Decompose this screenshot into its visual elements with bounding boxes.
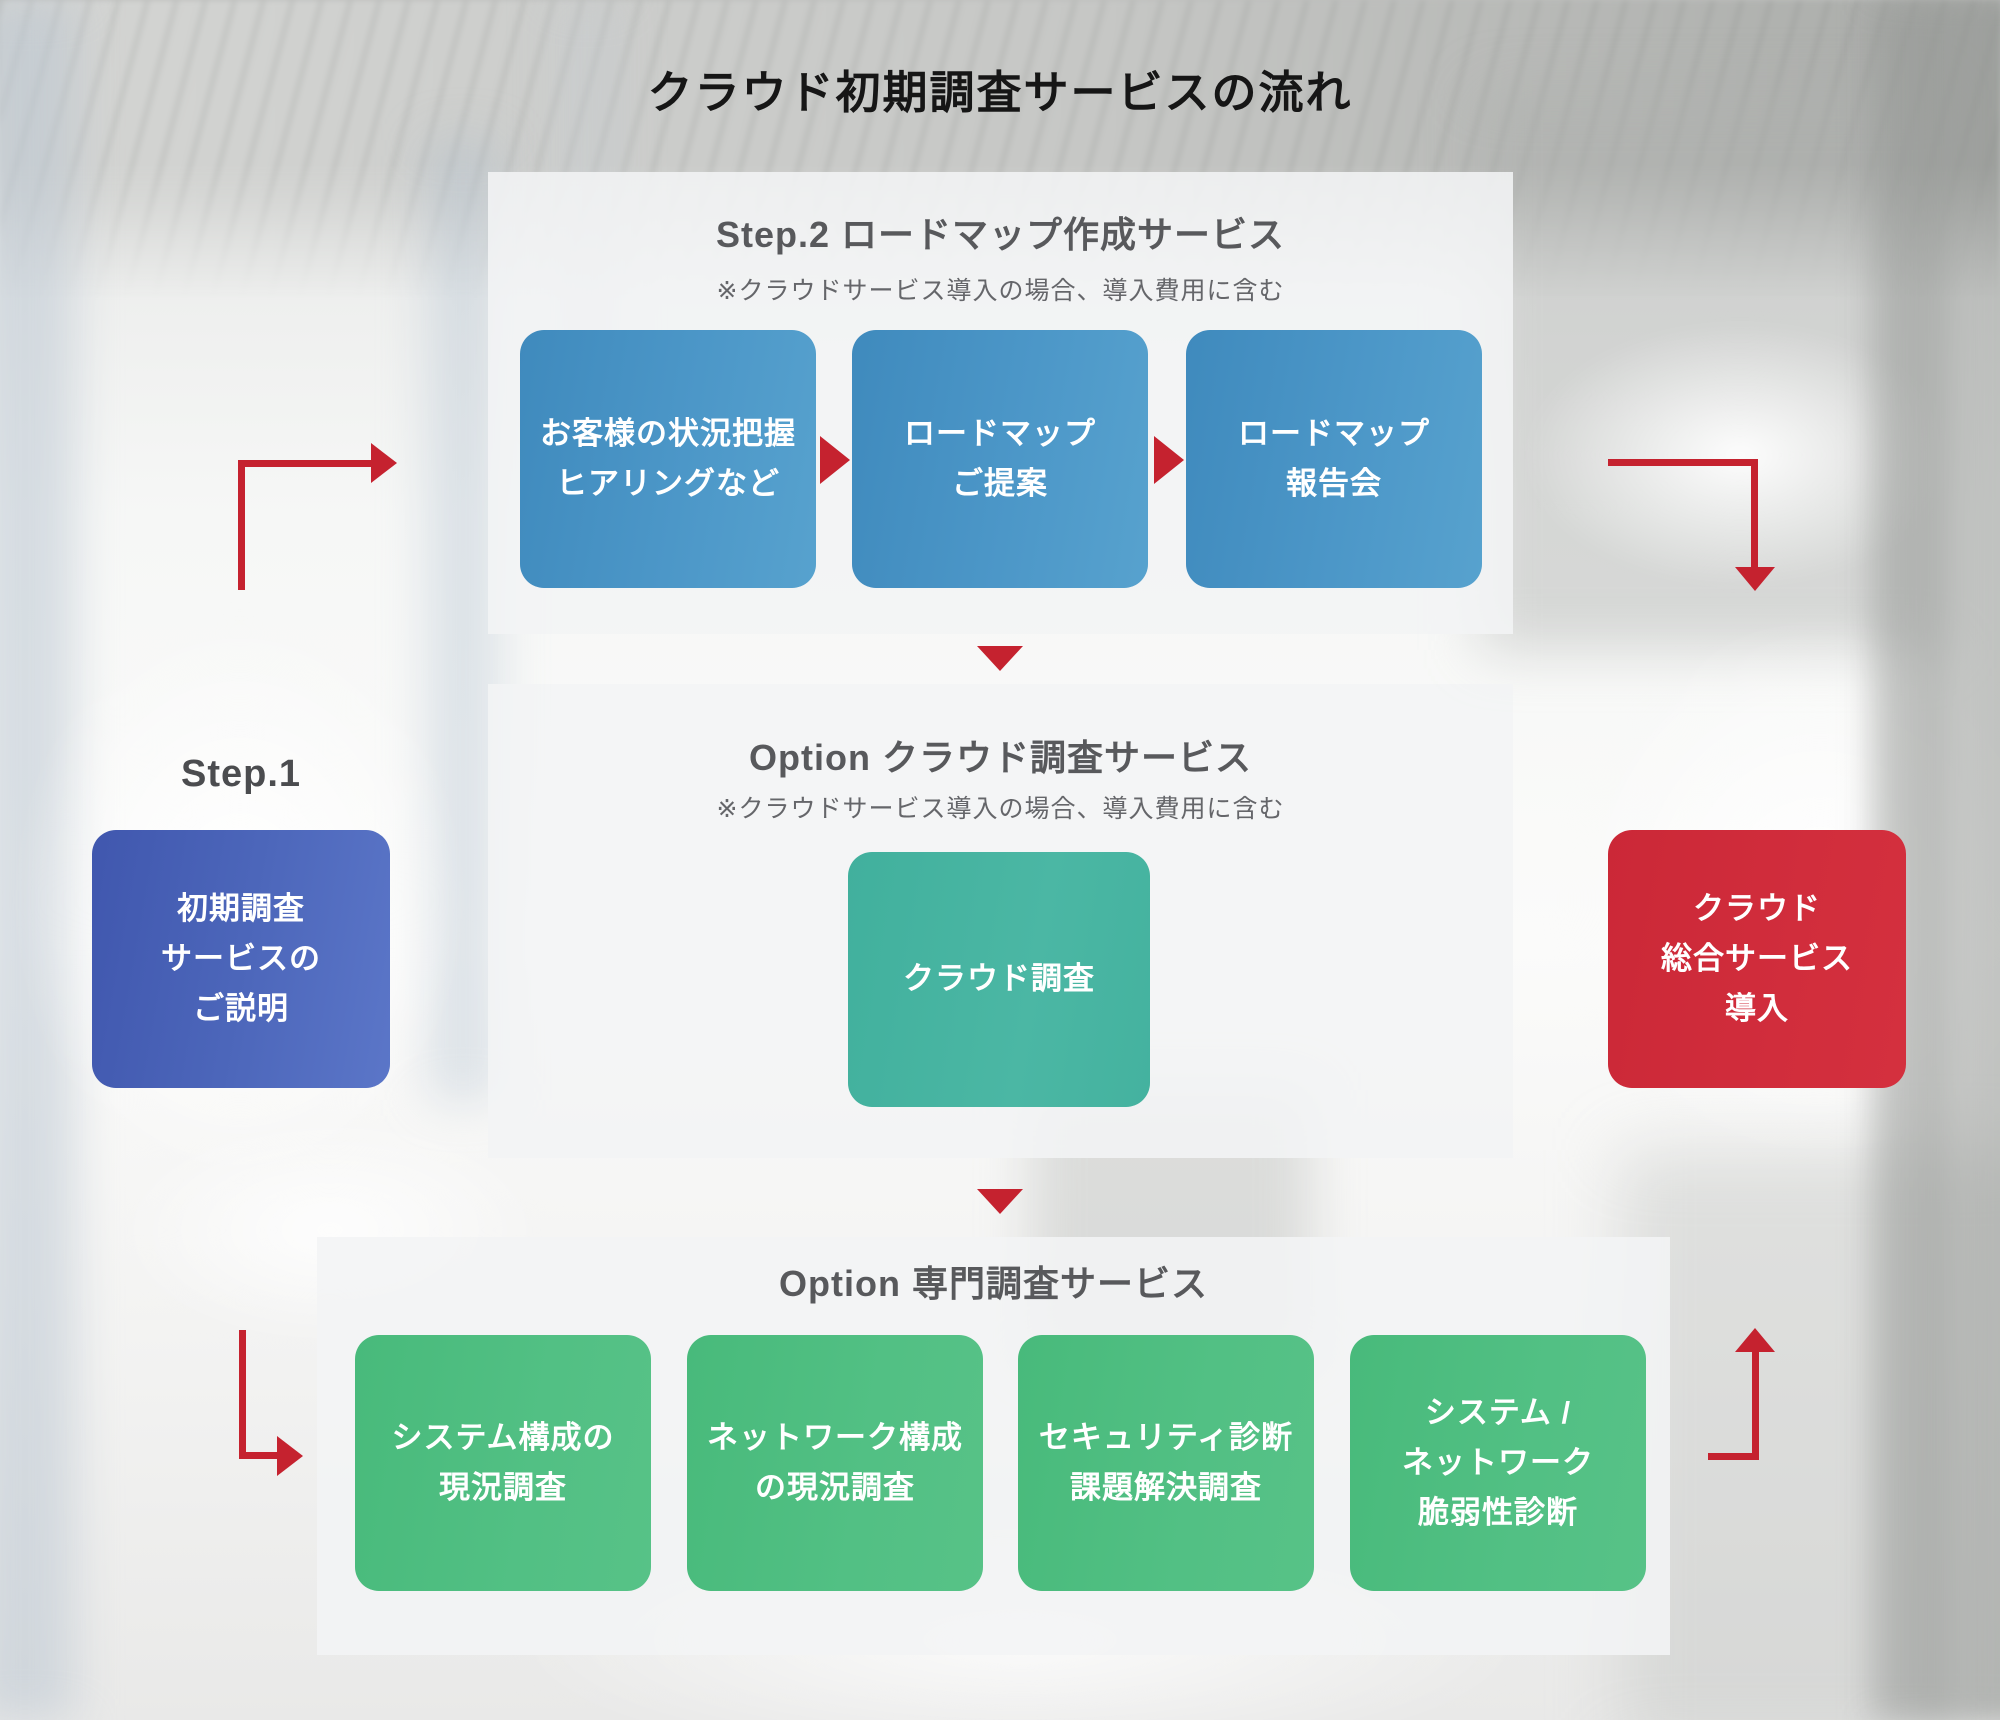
arrow-down-icon — [977, 1189, 1023, 1214]
arrow-line — [1752, 1350, 1759, 1460]
box-system-config-survey: システム構成の 現況調査 — [355, 1335, 651, 1591]
arrow-line — [239, 1330, 246, 1458]
option-cloud-note: ※クラウドサービス導入の場合、導入費用に含む — [716, 795, 1285, 823]
box-cloud-total-service-adoption: クラウド 総合サービス 導入 — [1608, 830, 1906, 1088]
arrow-line — [1751, 459, 1758, 569]
box-initial-survey-explanation: 初期調査 サービスの ご説明 — [92, 830, 390, 1088]
arrow-line — [1608, 459, 1758, 466]
arrow-line — [239, 1452, 279, 1459]
arrow-line — [238, 460, 245, 590]
step2-note: ※クラウドサービス導入の場合、導入費用に含む — [716, 277, 1285, 305]
box-roadmap-proposal: ロードマップ ご提案 — [852, 330, 1148, 588]
arrow-down-icon — [1735, 567, 1775, 591]
box-security-diagnosis: セキュリティ診断 課題解決調査 — [1018, 1335, 1314, 1591]
step1-label: Step.1 — [180, 753, 302, 795]
arrow-right-icon — [820, 436, 850, 484]
box-network-config-survey: ネットワーク構成 の現況調査 — [687, 1335, 983, 1591]
background-wall — [1480, 90, 1940, 650]
arrow-line — [1708, 1453, 1759, 1460]
arrow-line — [238, 460, 372, 467]
box-cloud-survey: クラウド調査 — [848, 852, 1150, 1107]
arrow-down-icon — [977, 646, 1023, 671]
option-expert-heading: Option 専門調査サービス — [779, 1263, 1208, 1304]
arrow-right-icon — [1154, 436, 1184, 484]
option-cloud-heading: Option クラウド調査サービス — [749, 737, 1252, 778]
box-vulnerability-diagnosis: システム / ネットワーク 脆弱性診断 — [1350, 1335, 1646, 1591]
step2-heading: Step.2 ロードマップ作成サービス — [715, 214, 1286, 255]
box-customer-hearing: お客様の状況把握 ヒアリングなど — [520, 330, 816, 588]
background-light-blob — [1520, 320, 1960, 590]
box-roadmap-report: ロードマップ 報告会 — [1186, 330, 1482, 588]
background-window-streak — [0, 0, 75, 1720]
background-shadow — [1620, 1150, 2000, 1720]
arrow-up-icon — [1735, 1328, 1775, 1352]
arrow-right-icon — [277, 1436, 303, 1476]
page-title: クラウド初期調査サービスの流れ — [647, 67, 1353, 118]
arrow-right-icon — [371, 443, 397, 483]
